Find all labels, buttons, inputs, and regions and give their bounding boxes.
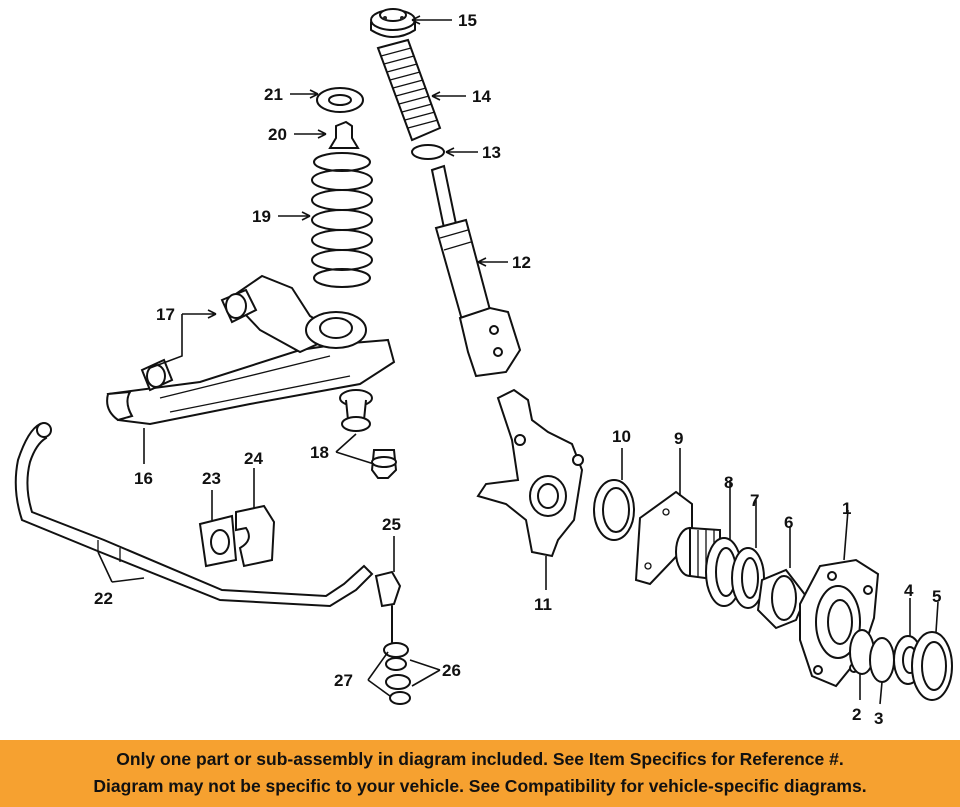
callout-10: 10 [612,427,631,446]
front-suspension-diagram: 15 14 13 12 21 20 19 17 16 18 23 24 25 2… [14,8,953,728]
callout-24: 24 [244,449,263,468]
dust-boot [376,38,442,142]
ball-joint [339,389,398,479]
bearing-washer [869,637,895,683]
callout-14: 14 [472,87,491,106]
callout-5: 5 [932,587,941,606]
callout-11: 11 [534,595,552,614]
coil-spring [311,152,373,288]
bearing-races [705,537,765,609]
hub-seal [593,479,635,541]
disclaimer-line-2: Diagram may not be specific to your vehi… [93,776,867,796]
link-bushings [383,642,411,705]
callout-18: 18 [310,443,329,462]
callout-23: 23 [202,469,221,488]
callout-3: 3 [874,709,883,728]
callout-20: 20 [268,125,287,144]
callout-leaders [97,15,939,705]
callout-12: 12 [512,253,531,272]
stabilizer-link [374,570,402,643]
disclaimer-banner: Only one part or sub-assembly in diagram… [0,740,960,807]
control-arm-bushings [140,288,258,392]
control-arm [106,274,396,426]
callout-26: 26 [442,661,461,680]
callout-2: 2 [852,705,861,724]
disclaimer-line-1: Only one part or sub-assembly in diagram… [116,749,844,769]
strut-assembly [430,164,522,378]
wheel-hub [799,558,880,688]
spring-seat [316,87,364,113]
strut-bumper [411,144,445,160]
bump-stop [328,120,360,149]
callout-17: 17 [156,305,175,324]
callout-13: 13 [482,143,501,162]
callout-22: 22 [94,589,113,608]
callout-25: 25 [382,515,401,534]
callout-16: 16 [134,469,153,488]
callout-1: 1 [842,499,851,518]
strut-mount [370,8,416,38]
wheel-bearing [756,568,808,630]
callout-21: 21 [264,85,283,104]
callout-7: 7 [750,491,759,510]
stabilizer-bar [14,422,374,608]
callout-8: 8 [724,473,733,492]
callout-9: 9 [674,429,683,448]
callout-6: 6 [784,513,793,532]
callout-4: 4 [904,581,914,600]
callout-15: 15 [458,11,477,30]
stabilizer-bracket [235,504,276,568]
callout-labels: 15 14 13 12 21 20 19 17 16 18 23 24 25 2… [94,11,941,728]
grease-cap [911,631,953,701]
callout-19: 19 [252,207,271,226]
stabilizer-bushing [198,514,238,568]
callout-27: 27 [334,671,353,690]
steering-knuckle [476,388,584,558]
